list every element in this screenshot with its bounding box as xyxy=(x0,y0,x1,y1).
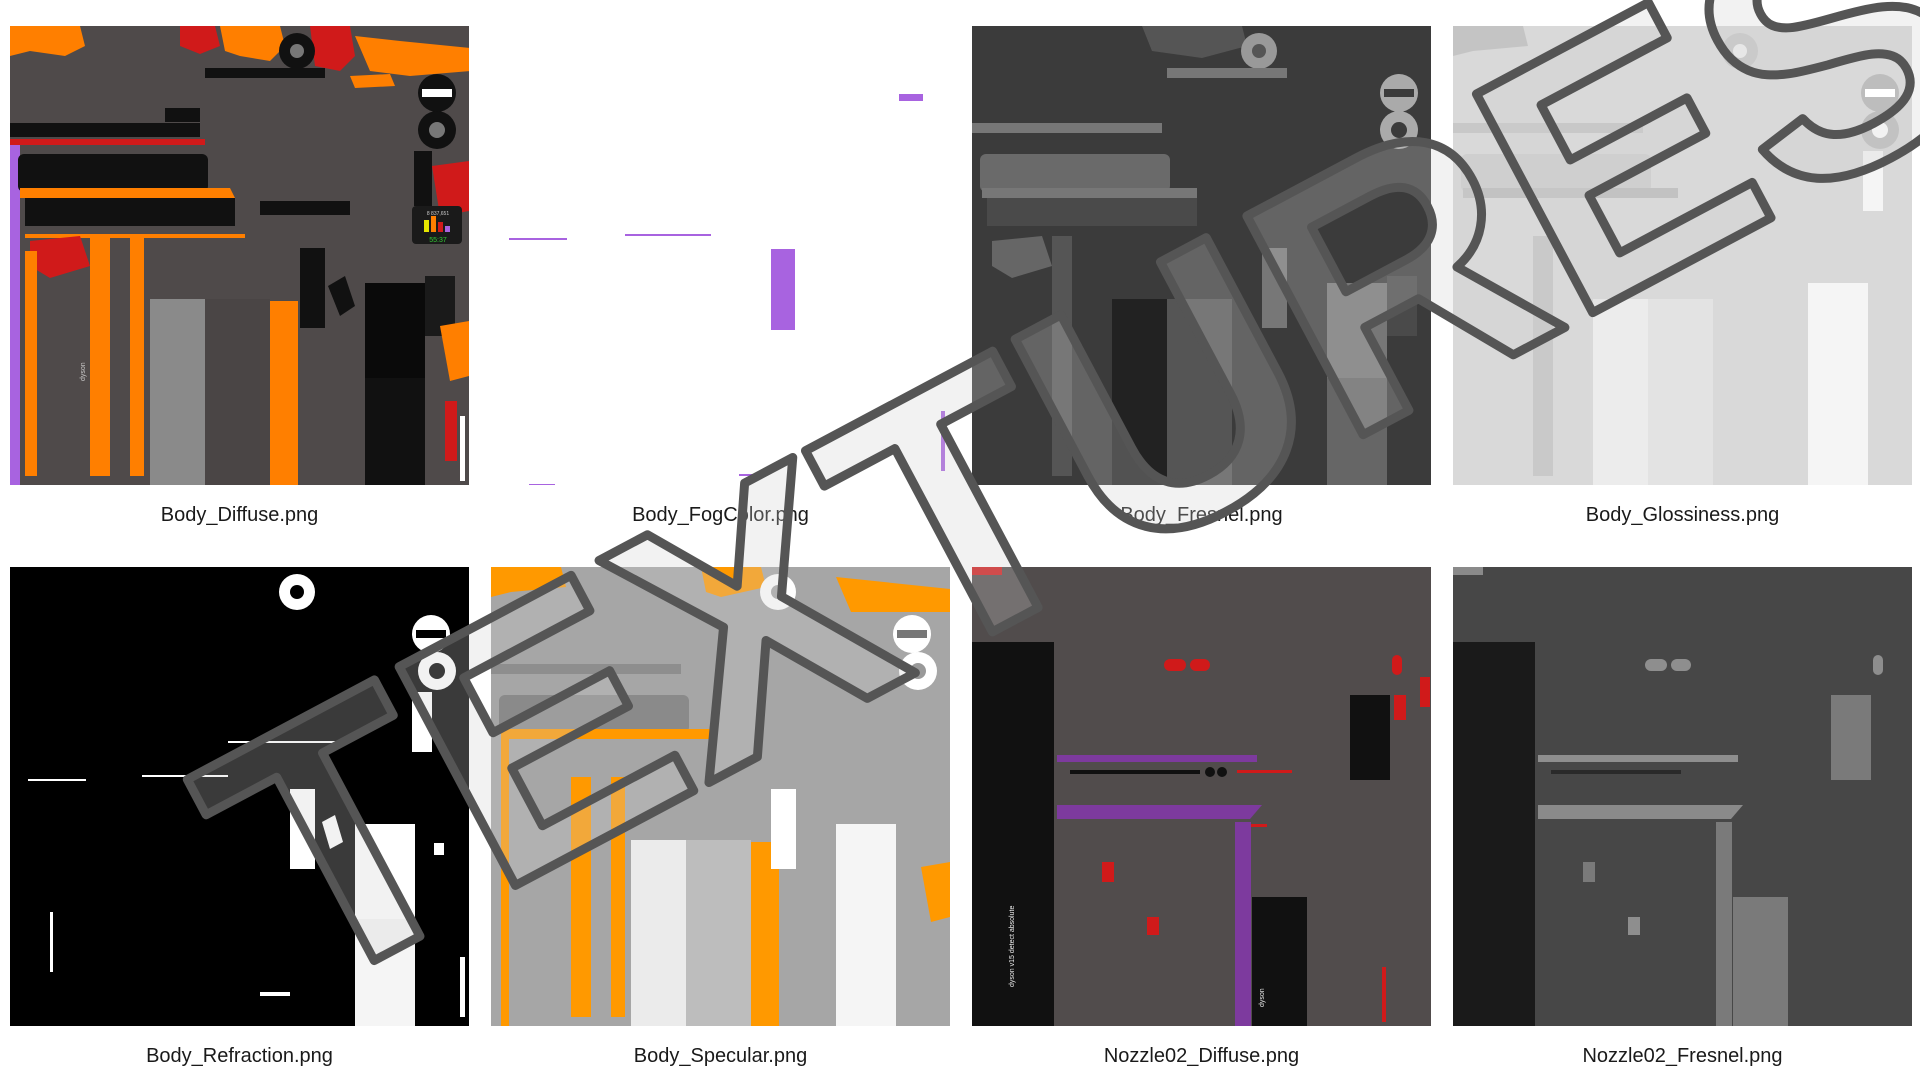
texture-caption: Body_Glossiness.png xyxy=(1585,504,1780,526)
texture-caption: Body_Refraction.png xyxy=(146,1045,333,1067)
dyson-logo-label: dyson xyxy=(1259,988,1266,1007)
texture-body-diffuse[interactable]: 8 837,651 55:37 dyson xyxy=(10,26,469,485)
texture-caption: Nozzle02_Fresnel.png xyxy=(1582,1045,1783,1067)
body-fogcolor-map xyxy=(491,26,950,485)
dyson-logo-label: dyson xyxy=(80,362,87,381)
texture-caption: Body_Fresnel.png xyxy=(1120,504,1283,526)
body-glossiness-map xyxy=(1453,26,1912,485)
texture-caption: Body_Specular.png xyxy=(633,1045,808,1067)
screen-count-label: 8 837,651 xyxy=(427,211,449,217)
body-fresnel-map xyxy=(972,26,1431,485)
texture-body-fresnel[interactable] xyxy=(972,26,1431,485)
nozzle02-fresnel-map xyxy=(1453,567,1912,1026)
body-diffuse-map: 8 837,651 55:37 dyson xyxy=(10,26,469,485)
texture-caption: Body_FogColor.png xyxy=(632,504,809,526)
texture-caption: Body_Diffuse.png xyxy=(160,504,319,526)
texture-nozzle02-diffuse[interactable]: dyson v15 detect absolute dyson xyxy=(972,567,1431,1026)
texture-body-specular[interactable] xyxy=(491,567,950,1026)
texture-caption: Nozzle02_Diffuse.png xyxy=(1103,1045,1300,1067)
texture-body-fogcolor[interactable] xyxy=(491,26,950,485)
texture-nozzle02-fresnel[interactable] xyxy=(1453,567,1912,1026)
texture-body-glossiness[interactable] xyxy=(1453,26,1912,485)
body-refraction-map xyxy=(10,567,469,1026)
screen-time-label: 55:37 xyxy=(429,237,447,244)
body-specular-map xyxy=(491,567,950,1026)
texture-body-refraction[interactable] xyxy=(10,567,469,1026)
nozzle02-diffuse-map: dyson v15 detect absolute dyson xyxy=(972,567,1431,1026)
product-line-label: dyson v15 detect absolute xyxy=(1009,906,1016,987)
